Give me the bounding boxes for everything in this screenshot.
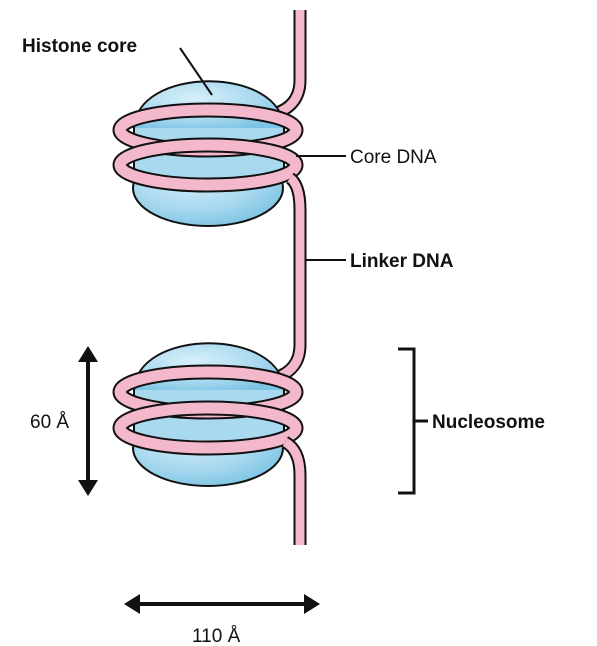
bottom-dna-strand xyxy=(285,442,300,545)
linker-dna-label: Linker DNA xyxy=(350,251,454,272)
linker-dna-strand xyxy=(275,178,300,378)
height-label: 60 Å xyxy=(30,412,69,433)
width-arrow xyxy=(124,594,320,614)
width-label: 110 Å xyxy=(192,626,241,646)
top-dna-strand xyxy=(270,10,300,115)
nucleosome-bracket xyxy=(398,349,428,493)
histone-core-label: Histone core xyxy=(22,36,137,57)
height-arrow xyxy=(78,346,98,496)
nucleosome-label: Nucleosome xyxy=(432,412,545,433)
nucleosome-2 xyxy=(120,343,296,486)
core-dna-label: Core DNA xyxy=(350,147,437,168)
nucleosome-1 xyxy=(120,81,296,226)
